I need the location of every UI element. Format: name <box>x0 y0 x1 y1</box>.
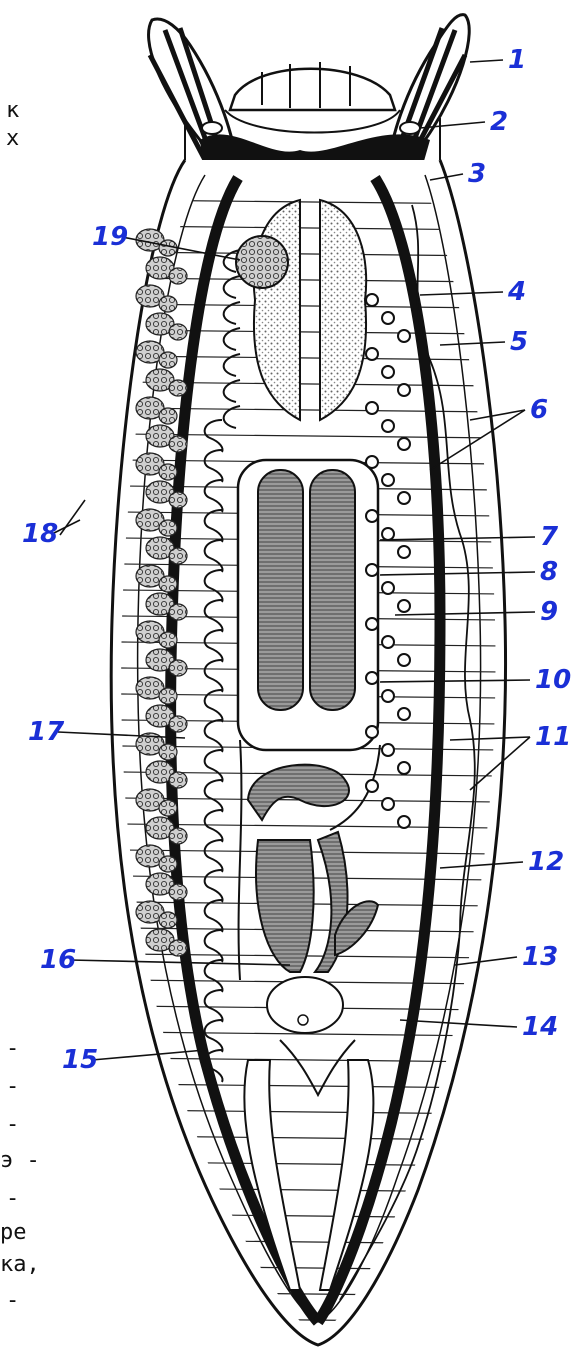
head-auricles <box>149 15 470 185</box>
label-11: 11 <box>535 722 571 752</box>
edge-text-d2: - <box>6 1076 19 1098</box>
label-17: 17 <box>28 717 65 747</box>
label-14: 14 <box>522 1012 558 1042</box>
edge-text-d3: - <box>6 1114 19 1136</box>
label-6: 6 <box>530 395 548 425</box>
label-8: 8 <box>540 557 558 587</box>
label-7: 7 <box>540 522 559 552</box>
label-3: 3 <box>468 159 486 189</box>
label-10: 10 <box>535 665 571 695</box>
label-9: 9 <box>540 597 558 627</box>
edge-text-d8: - <box>6 1290 19 1312</box>
leader-line-1 <box>470 60 503 62</box>
edge-text-d7: ка, <box>0 1254 40 1276</box>
label-13: 13 <box>522 942 558 972</box>
label-2: 2 <box>490 107 508 137</box>
label-5: 5 <box>510 327 528 357</box>
edge-text-d1: - <box>6 1038 19 1060</box>
edge-text-d5: - <box>6 1188 19 1210</box>
label-1: 1 <box>508 45 526 75</box>
label-18: 18 <box>22 519 58 549</box>
pharynx <box>238 460 378 750</box>
label-4: 4 <box>507 277 526 307</box>
label-15: 15 <box>62 1045 98 1075</box>
label-16: 16 <box>40 945 76 975</box>
label-12: 12 <box>528 847 564 877</box>
edge-text-top-x: х <box>6 128 19 150</box>
edge-text-top-k: к <box>6 100 19 122</box>
edge-text-d6: ре <box>0 1222 27 1244</box>
label-19: 19 <box>92 222 128 252</box>
edge-text-d4: э - <box>0 1150 40 1172</box>
ovary <box>236 236 288 288</box>
